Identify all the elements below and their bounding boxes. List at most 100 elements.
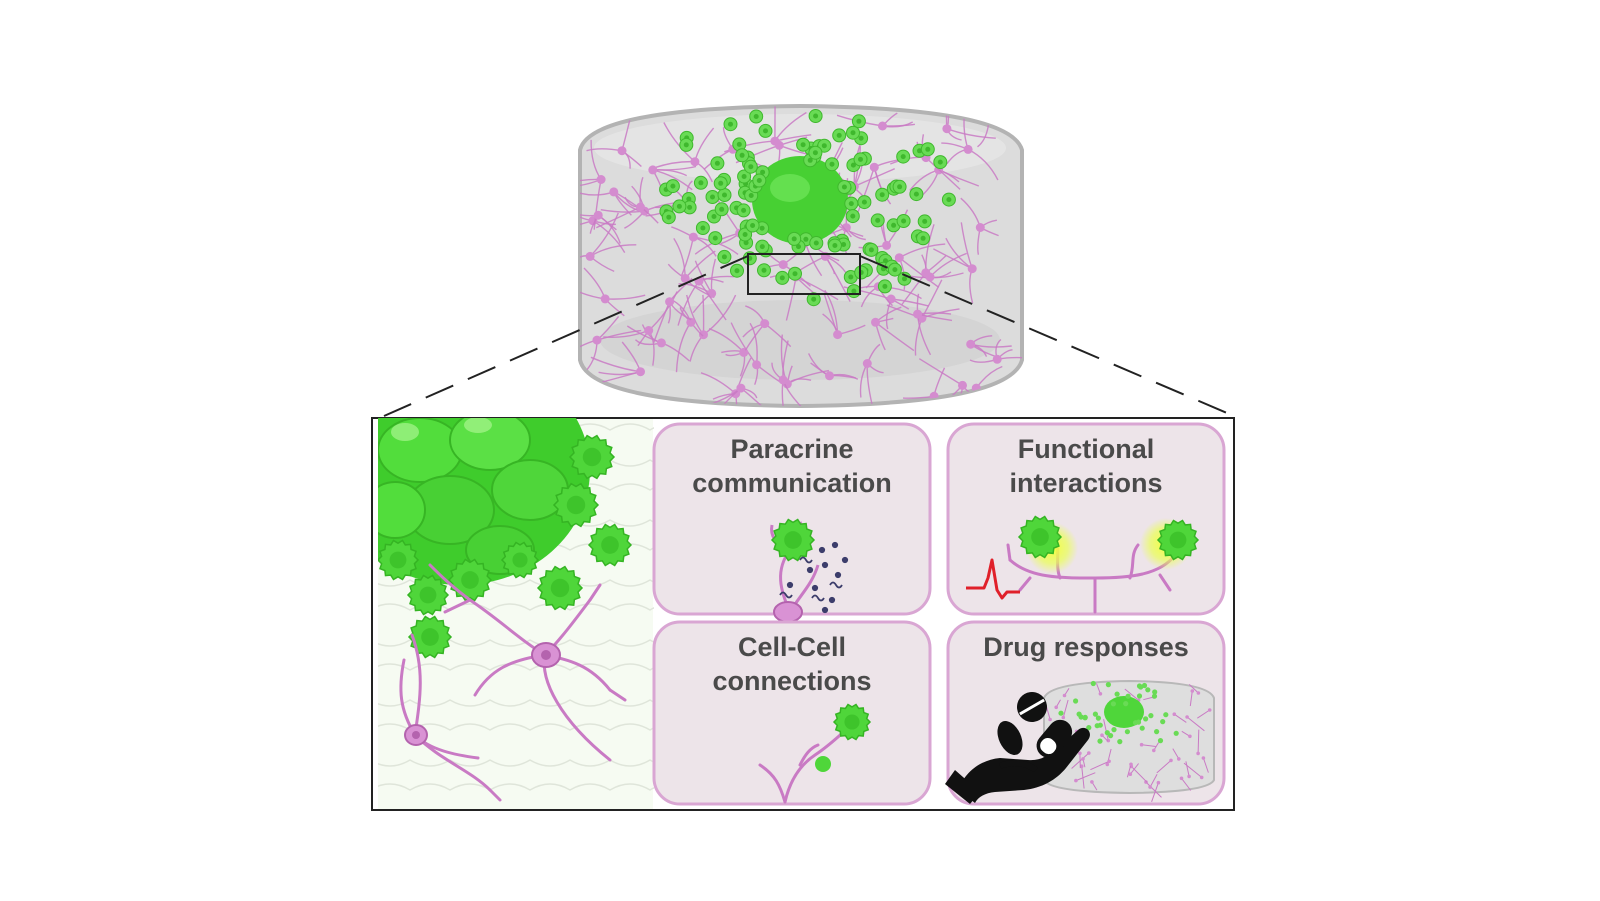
tumor-cell-icon (714, 202, 729, 217)
tumor-cell-icon (745, 218, 760, 233)
mini-tumor-cell (1154, 729, 1160, 735)
mini-tumor-cell (1058, 710, 1064, 716)
mini-tumor-cell (1152, 689, 1158, 695)
tumor-cell-icon (796, 137, 811, 152)
tumor-cell-icon (909, 187, 924, 202)
tumor-cell-icon (854, 265, 869, 280)
tumor-cell-icon (846, 125, 860, 140)
mini-tumor-cell (1082, 715, 1088, 721)
tumor-cell-icon (770, 518, 816, 562)
mini-tumor-cell (1138, 684, 1144, 690)
tumor-cell-icon (693, 175, 708, 190)
mini-tumor-cell (1145, 687, 1151, 693)
tumor-cell-icon (717, 249, 732, 264)
tumor-cell-icon (846, 284, 861, 299)
mini-tumor-cell (1139, 725, 1145, 731)
tumor-cell-icon (851, 114, 866, 129)
tumor-cell-icon (844, 196, 859, 211)
tumor-cell-icon (870, 213, 885, 228)
tumor-cell-icon (917, 214, 932, 229)
tumor-cell-icon (775, 270, 790, 285)
tumor-cell-icon (845, 209, 860, 224)
tumor-cell-icon (568, 434, 616, 480)
panel-title-drug: Drug responses (983, 632, 1189, 662)
tumor-cell-icon (743, 159, 758, 174)
tumor-cell-icon (723, 117, 738, 132)
tumor-cell-icon (679, 137, 694, 152)
oval-pill-icon (997, 721, 1023, 755)
tumor-cell-icon (406, 574, 450, 616)
mini-tumor-cell (1092, 711, 1098, 717)
mini-tumor-cell (1111, 727, 1117, 733)
panel-paracrine (652, 422, 932, 623)
tumor-cell-icon (738, 227, 753, 242)
mini-tumor-cell (1110, 701, 1116, 707)
mini-tumor-cell (1090, 680, 1096, 687)
tumor-cell-icon (933, 155, 948, 170)
tumor-cell-icon (857, 195, 872, 210)
panel-title-paracrine: Paracrine communication (692, 434, 892, 498)
tumor-cell-icon (788, 266, 802, 281)
tumor-cell-icon (887, 262, 902, 277)
mini-tumor-cell (1160, 719, 1166, 725)
mini-tumor-cell (1143, 716, 1149, 722)
mini-tumor-cell (1097, 738, 1103, 744)
tumor-cell-icon (735, 148, 750, 163)
tumor-cell-icon (407, 615, 453, 659)
tumor-cell-icon (832, 703, 872, 741)
tumor-cell-icon (941, 192, 956, 207)
mini-tumor-cell (1123, 701, 1129, 707)
tumor-cell-icon (552, 482, 600, 528)
tumor-cell-icon (752, 173, 767, 188)
tumor-cell-icon (875, 187, 890, 202)
tumor-cell-icon (825, 157, 839, 172)
connection-contact (815, 756, 831, 772)
tumor-cell-icon (708, 231, 723, 246)
tumor-cell-icon (587, 523, 633, 567)
tumor-spheroid (659, 92, 956, 307)
tumor-cell-icon (808, 109, 823, 123)
tumor-cell-icon (756, 92, 769, 105)
capsule-icon (1036, 719, 1073, 758)
mini-tumor-cell (1078, 714, 1084, 720)
tumor-cell-icon (717, 188, 732, 202)
panel-cellcell (652, 620, 932, 806)
tumor-cell-icon (892, 179, 907, 194)
tumor-cell-icon (787, 231, 802, 246)
panel-functional (946, 422, 1226, 616)
tumor-cell-icon (758, 123, 773, 138)
mini-tumor-cell (1073, 698, 1079, 704)
tumor-cell-icon (378, 539, 420, 581)
tumor-cell-icon (755, 239, 770, 254)
tumor-spheroid-zoom (378, 418, 590, 585)
tumor-cell-icon (916, 231, 931, 246)
mini-tumor-cell (1132, 720, 1139, 726)
zoom-region-box (747, 253, 861, 295)
tumor-cell-icon (672, 199, 687, 214)
mini-tumor-cell (1157, 738, 1164, 744)
zoom-line-left (383, 255, 749, 417)
mini-tumor-cell (1114, 691, 1120, 697)
mini-tumor-cell (1105, 682, 1111, 688)
hand-icon (945, 727, 1090, 804)
tumor-cell-icon (665, 179, 680, 194)
tumor-cell-icon (661, 210, 676, 225)
panel-title-functional: Functional interactions (1009, 434, 1163, 498)
mini-tumor-cell (1124, 729, 1130, 735)
tumor-cell-icon (736, 203, 751, 218)
tumor-cell-icon (737, 169, 752, 184)
tumor-cell-icon (1156, 519, 1200, 561)
mini-tumor-cell (1086, 725, 1092, 731)
mini-tumor-cell (1136, 693, 1143, 699)
mini-tumor-cell (1108, 733, 1114, 739)
tumor-cell-icon (832, 128, 847, 143)
mini-dish-icon (1043, 679, 1215, 802)
tumor-cell-icon (896, 149, 911, 164)
tumor-cell-icon (896, 214, 911, 228)
tumor-cell-icon (749, 109, 764, 124)
tumor-cell-icon (864, 242, 879, 257)
pill-icon (1017, 692, 1047, 722)
tumor-cell-icon (806, 292, 821, 307)
tumor-cell-icon (843, 270, 858, 284)
action-potential-icon (966, 558, 1020, 600)
